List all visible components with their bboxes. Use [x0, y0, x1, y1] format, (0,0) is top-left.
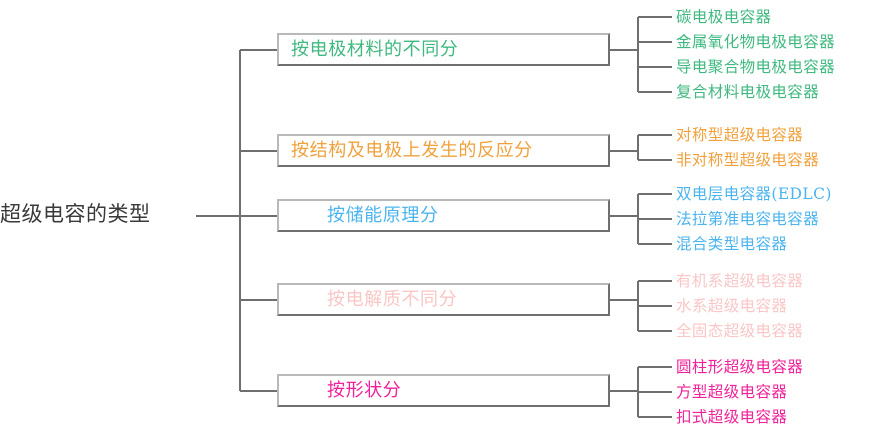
- branch-label-3: 按电解质不同分: [327, 288, 458, 310]
- branch-label-2: 按储能原理分: [327, 204, 439, 226]
- leaf-4-2[interactable]: 扣式超级电容器: [676, 408, 788, 426]
- branch-box-4[interactable]: 按形状分: [277, 374, 610, 407]
- leaf-3-0[interactable]: 有机系超级电容器: [676, 272, 804, 290]
- leaf-2-2[interactable]: 混合类型电容器: [676, 235, 788, 253]
- branch-box-0[interactable]: 按电极材料的不同分: [277, 33, 610, 66]
- leaf-3-1[interactable]: 水系超级电容器: [676, 297, 788, 315]
- root-node-label: 超级电容的类型: [0, 202, 151, 226]
- leaf-4-0[interactable]: 圆柱形超级电容器: [676, 358, 804, 376]
- leaf-0-1[interactable]: 金属氧化物电极电容器: [676, 33, 836, 51]
- leaf-1-1[interactable]: 非对称型超级电容器: [676, 151, 820, 169]
- branch-label-4: 按形状分: [327, 379, 402, 401]
- branch-label-0: 按电极材料的不同分: [291, 38, 459, 60]
- leaf-0-0[interactable]: 碳电极电容器: [676, 8, 772, 26]
- leaf-2-0[interactable]: 双电层电容器(EDLC): [676, 185, 832, 203]
- leaf-3-2[interactable]: 全固态超级电容器: [676, 322, 804, 340]
- leaf-0-2[interactable]: 导电聚合物电极电容器: [676, 58, 836, 76]
- leaf-0-3[interactable]: 复合材料电极电容器: [676, 83, 820, 101]
- branch-box-1[interactable]: 按结构及电极上发生的反应分: [277, 134, 610, 167]
- leaf-2-1[interactable]: 法拉第准电容电容器: [676, 210, 820, 228]
- leaf-1-0[interactable]: 对称型超级电容器: [676, 126, 804, 144]
- branch-box-2[interactable]: 按储能原理分: [277, 199, 610, 232]
- branch-label-1: 按结构及电极上发生的反应分: [291, 139, 533, 161]
- branch-box-3[interactable]: 按电解质不同分: [277, 283, 610, 316]
- leaf-4-1[interactable]: 方型超级电容器: [676, 383, 788, 401]
